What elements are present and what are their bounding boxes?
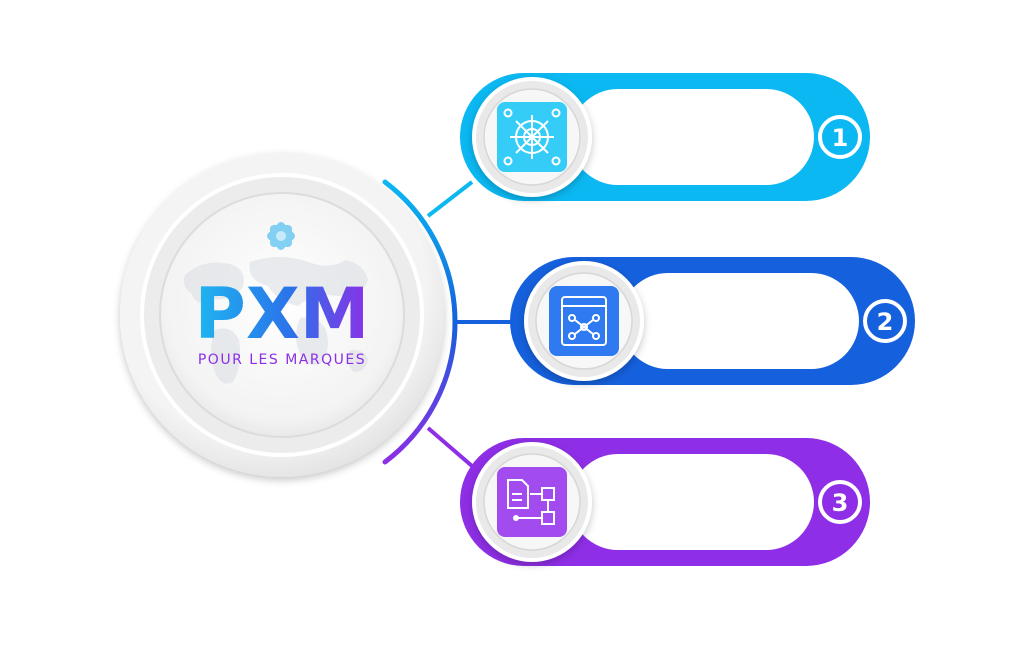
step-2: 2 xyxy=(510,257,915,385)
step-icon-tile xyxy=(549,286,619,356)
step-number-badge xyxy=(818,115,862,159)
step-number-badge xyxy=(818,480,862,524)
hub: PXM POUR LES MARQUES xyxy=(120,153,444,477)
flower-logo-icon xyxy=(267,222,295,250)
step-number: 2 xyxy=(877,308,894,336)
step-number: 3 xyxy=(832,489,849,517)
connectors xyxy=(382,179,512,468)
step-number: 1 xyxy=(832,124,849,152)
steps: 1 2 3 xyxy=(460,73,915,566)
hub-title: PXM xyxy=(195,273,370,355)
world-map-icon xyxy=(183,257,368,384)
document-flow-icon xyxy=(507,479,555,525)
step-number-badge xyxy=(863,299,907,343)
step-content-area xyxy=(570,454,814,550)
connector-line-1 xyxy=(426,180,474,218)
step-content-area xyxy=(620,273,859,369)
diagram-board-icon xyxy=(561,296,607,346)
hub-subtitle: POUR LES MARQUES xyxy=(198,352,366,368)
step-1: 1 xyxy=(460,73,870,201)
network-hub-icon xyxy=(503,108,561,166)
step-content-area xyxy=(570,89,814,185)
connector-line-3 xyxy=(426,426,474,468)
step-3: 3 xyxy=(460,438,870,566)
